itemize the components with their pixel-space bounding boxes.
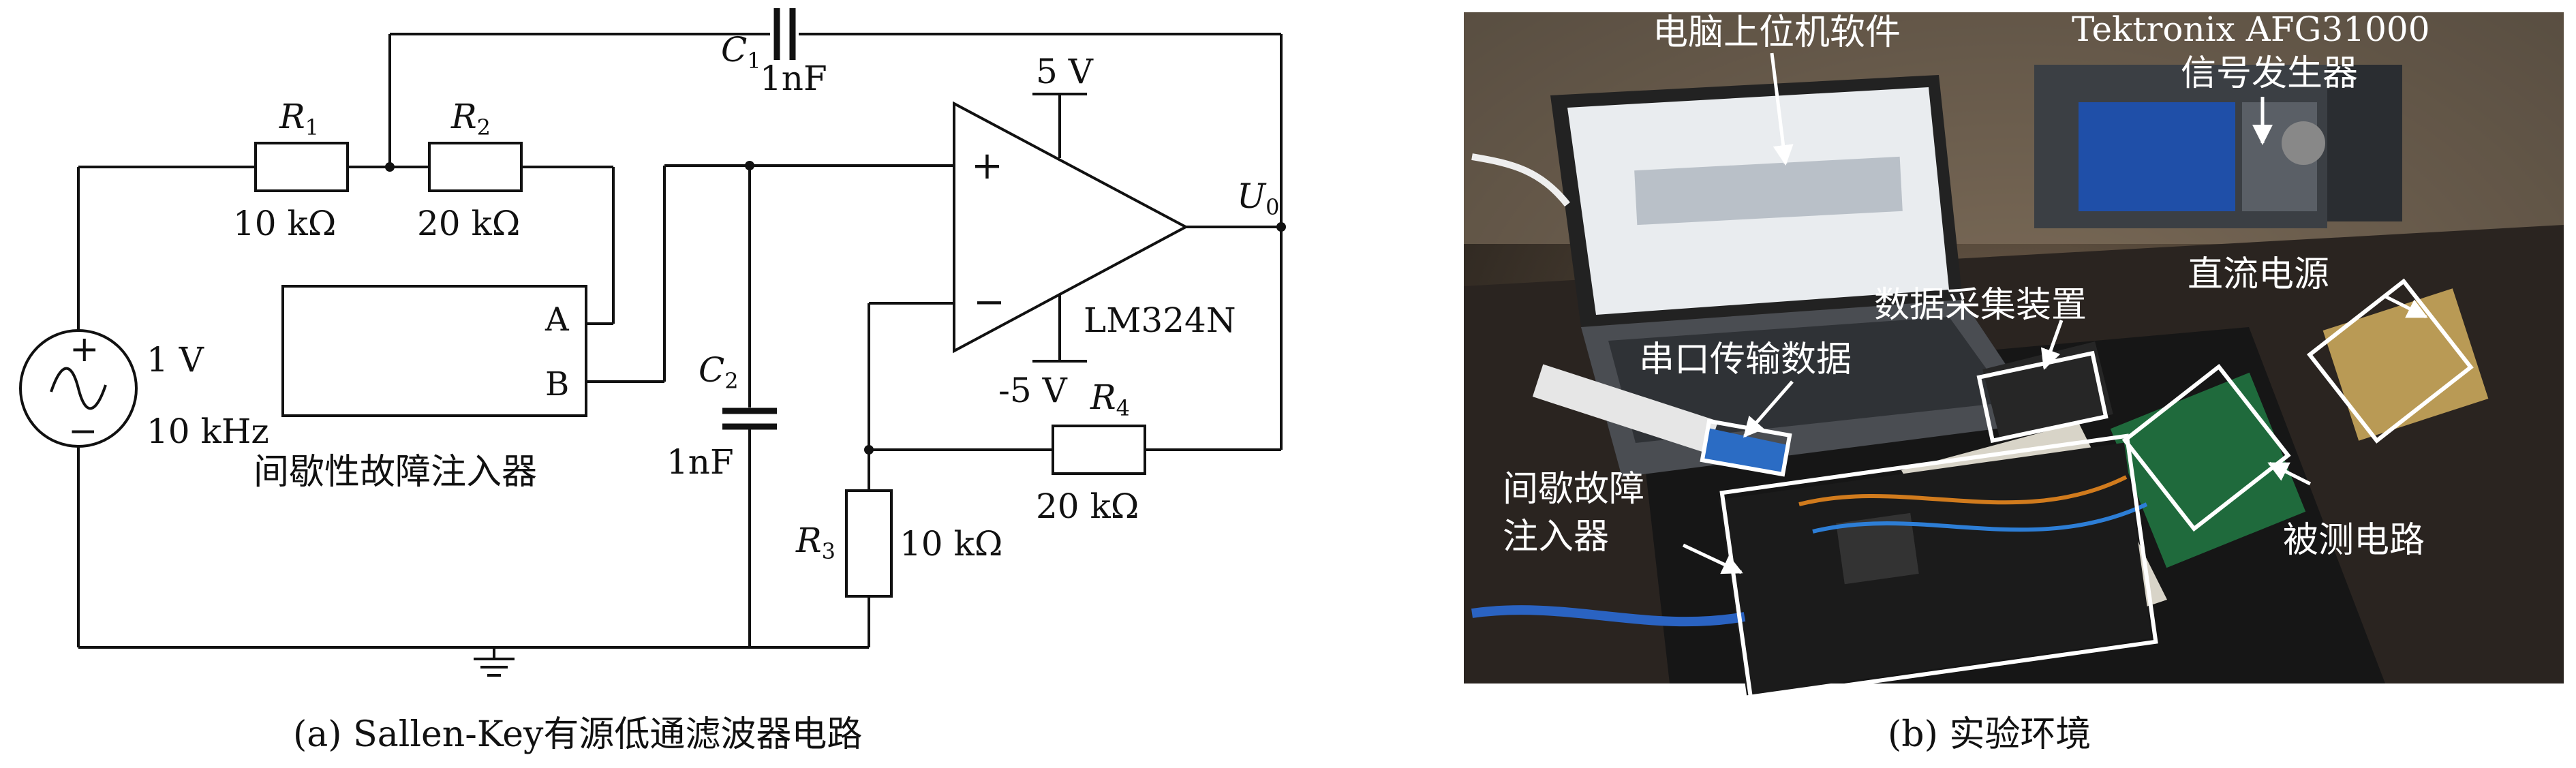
opamp-plus-input: + [971,144,1003,188]
r2-value: 20 kΩ [417,204,520,243]
label-siggen-model: Tektronix AFG31000 [2072,10,2430,49]
r4-value: 20 kΩ [1036,487,1139,526]
box-daq [1976,350,2109,444]
r3-name: R3 [795,521,835,564]
c1-value: 1nF [760,59,827,98]
circuit-schematic [77,33,1283,658]
fault-injector-box [281,285,587,417]
c2-value: 1nF [666,442,734,482]
junction-dots [385,161,1286,455]
opamp-minus-input: − [973,280,1005,324]
label-siggen: 信号发生器 [2181,53,2358,94]
label-serial: 串口传输数据 [1639,339,1852,380]
r1-value: 10 kΩ [233,204,336,243]
label-injector-1: 间歇故障 [1503,469,1644,510]
r1-name: R1 [279,97,319,140]
label-pc-software: 电脑上位机软件 [1653,12,1901,53]
injector-port-b: B [545,365,569,403]
r3-value: 10 kΩ [900,524,1002,564]
box-dc-power [2306,278,2474,444]
label-dc-power: 直流电源 [2188,254,2329,295]
label-dut: 被测电路 [2283,520,2425,561]
c1-name: C1 [721,30,761,74]
opamp-vneg: -5 V [998,371,1068,410]
resistor-r4 [1052,425,1146,475]
opamp-vpos: 5 V [1036,52,1094,91]
resistor-r2 [428,142,523,192]
resistor-r3 [845,489,893,598]
c2-name: C2 [699,350,739,394]
source-frequency: 10 kHz [147,412,269,451]
ground-symbol [474,658,515,677]
label-daq: 数据采集装置 [1874,285,2087,326]
box-injector [1719,433,2158,701]
opamp-triangle [953,101,1189,354]
source-minus-sign: − [68,411,98,452]
injector-port-a: A [545,301,570,339]
source-voltage: 1 V [147,340,204,380]
caption-a: (a) Sallen-Key有源低通滤波器电路 [293,714,862,755]
ac-source: + − [19,329,138,452]
experiment-photo [1464,12,2564,696]
source-plus-sign: + [70,329,99,370]
resistor-r1 [254,142,349,192]
annotation-arrows [1682,52,2428,574]
opamp-model: LM324N [1084,301,1236,340]
r4-name: R4 [1090,378,1130,421]
capacitor-c1 [773,8,796,60]
r2-name: R2 [450,97,491,140]
label-injector-2: 注入器 [1503,517,1609,557]
injector-label: 间歇性故障注入器 [254,452,537,493]
caption-b: (b) 实验环境 [1888,714,2091,755]
capacitor-c2 [722,408,777,430]
output-label: U0 [1237,176,1280,220]
box-dut [2121,363,2291,532]
annotation-boxes [1700,278,2474,701]
